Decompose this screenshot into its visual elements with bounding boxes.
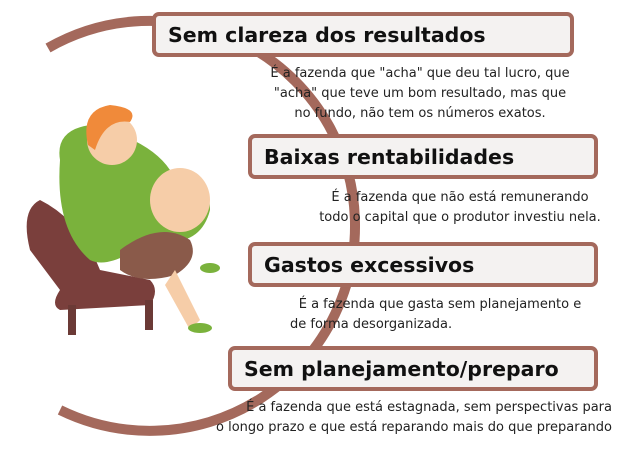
desc-line: É a fazenda que gasta sem planejamento e: [298, 297, 582, 312]
desc-line: É a fazenda que está estagnada, sem pers…: [246, 400, 612, 415]
heading-box-1: Sem clareza dos resultados: [152, 12, 574, 57]
desc-line: "acha" que teve um bom resultado, mas qu…: [273, 86, 567, 101]
desc-line: no fundo, não tem os números exatos.: [294, 106, 546, 121]
sleeping-person-illustration: [26, 105, 220, 335]
heading-box-2: Baixas rentabilidades: [248, 134, 598, 179]
heading-box-3: Gastos excessivos: [248, 242, 598, 287]
heading-text: Sem clareza dos resultados: [168, 22, 486, 47]
heading-box-4: Sem planejamento/preparo: [228, 346, 598, 391]
description-2: É a fazenda que não está remunerando tod…: [300, 188, 620, 228]
desc-line: É a fazenda que "acha" que deu tal lucro…: [270, 66, 570, 81]
desc-line: É a fazenda que não está remunerando: [331, 190, 589, 205]
description-1: É a fazenda que "acha" que deu tal lucro…: [250, 64, 590, 124]
desc-line: todo o capital que o produtor investiu n…: [319, 210, 601, 225]
desc-line: o longo prazo e que está reparando mais …: [216, 420, 612, 435]
description-3: É a fazenda que gasta sem planejamento e…: [280, 295, 600, 335]
desc-line: de forma desorganizada.: [290, 317, 453, 332]
description-4: É a fazenda que está estagnada, sem pers…: [180, 398, 612, 438]
heading-text: Sem planejamento/preparo: [244, 356, 559, 381]
heading-text: Gastos excessivos: [264, 252, 475, 277]
heading-text: Baixas rentabilidades: [264, 144, 515, 169]
